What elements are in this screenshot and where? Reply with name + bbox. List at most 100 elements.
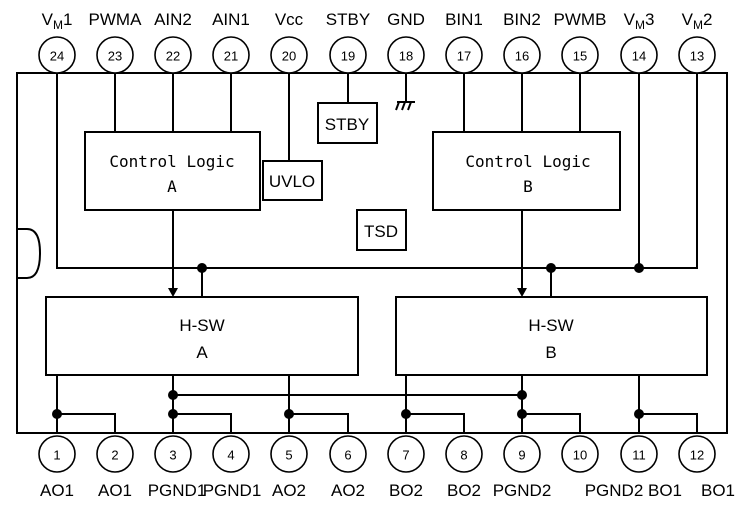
pin-label: AIN1 xyxy=(212,10,250,29)
pin-number: 14 xyxy=(632,49,646,64)
pin-label: BO2 xyxy=(447,481,481,500)
pin-number: 20 xyxy=(282,49,296,64)
pin-label: PGND2 xyxy=(493,481,552,500)
pin-16: 16 BIN2 xyxy=(503,10,541,74)
h-sw-a-line1: H-SW xyxy=(179,316,224,335)
pin-21: 21 AIN1 xyxy=(212,10,250,74)
package-notch xyxy=(17,228,42,279)
pin-13: 13 VM2 xyxy=(678,10,716,74)
h-sw-b-line2: B xyxy=(545,343,556,362)
pin-circle xyxy=(503,36,541,74)
pin-label: BO1 xyxy=(701,481,735,500)
pin-circle xyxy=(445,36,483,74)
tsd-label: TSD xyxy=(364,222,398,241)
bottom-pins: 1AO12AO13PGND14PGND15AO26AO27BO28BO29PGN… xyxy=(38,435,735,500)
pin-label: VM2 xyxy=(682,10,713,32)
pin-circle xyxy=(154,36,192,74)
pin-label: BO2 xyxy=(389,481,423,500)
control-logic-b-line1: Control Logic xyxy=(465,152,590,171)
pin-number: 6 xyxy=(344,448,351,463)
bottom-wires xyxy=(56,375,698,433)
pin-circle xyxy=(212,435,250,473)
stby-label: STBY xyxy=(325,115,369,134)
pin-number: 12 xyxy=(690,448,704,463)
pin-label: PWMA xyxy=(89,10,143,29)
tsd-block: TSD xyxy=(356,209,407,251)
pin-label: AIN2 xyxy=(154,10,192,29)
pin-circle xyxy=(561,36,599,74)
pin-circle xyxy=(329,36,367,74)
control-logic-a-line2: A xyxy=(167,177,177,196)
pin-circle xyxy=(387,36,425,74)
pin-circle xyxy=(212,36,250,74)
pin-circle xyxy=(329,435,367,473)
pin-circle xyxy=(270,435,308,473)
pin-number: 1 xyxy=(53,448,60,463)
pin-22: 22 AIN2 xyxy=(154,10,192,74)
pin-label: AO2 xyxy=(272,481,306,500)
pin-number: 18 xyxy=(399,49,413,64)
pin-circle xyxy=(678,435,716,473)
pin-label: BO1 xyxy=(648,481,682,500)
pin-circle xyxy=(503,435,541,473)
uvlo-block: UVLO xyxy=(262,160,323,201)
control-logic-b: Control Logic B xyxy=(432,131,621,211)
pin-label: Vcc xyxy=(275,10,304,29)
pin-number: 2 xyxy=(111,448,118,463)
pin-label: AO1 xyxy=(40,481,74,500)
pin-circle xyxy=(445,435,483,473)
pin-label: BIN2 xyxy=(503,10,541,29)
control-logic-b-line2: B xyxy=(523,177,533,196)
pin-circle xyxy=(620,435,658,473)
h-sw-a-line2: A xyxy=(196,343,208,362)
pin-24: 24 VM1 xyxy=(38,10,76,74)
top-wires xyxy=(56,73,698,297)
top-pins: 24VM123PWMA22AIN221AIN120Vcc19STBY18GND1… xyxy=(38,10,716,74)
h-sw-a: H-SW A xyxy=(45,296,359,376)
pin-circle xyxy=(387,435,425,473)
vm-bus-junctions xyxy=(197,263,644,273)
pin-circle xyxy=(96,36,134,74)
pin-20: 20 Vcc xyxy=(270,10,308,74)
pin-number: 24 xyxy=(50,49,64,64)
pin-number: 8 xyxy=(460,448,467,463)
stby-block: STBY xyxy=(317,102,378,144)
pin-number: 13 xyxy=(690,49,704,64)
pin-label: BIN1 xyxy=(445,10,483,29)
pin-label: VM1 xyxy=(42,10,73,32)
pin-number: 16 xyxy=(515,49,529,64)
pin-number: 4 xyxy=(227,448,234,463)
pin-label: GND xyxy=(387,10,425,29)
pin-circle xyxy=(154,435,192,473)
pin-circle xyxy=(38,435,76,473)
control-logic-a-line1: Control Logic xyxy=(109,152,234,171)
pin-number: 17 xyxy=(457,49,471,64)
pin-circle xyxy=(38,36,76,74)
pin-label: PGND1 xyxy=(203,481,262,500)
h-sw-b: H-SW B xyxy=(395,296,708,376)
pin-number: 22 xyxy=(166,49,180,64)
pin-circle xyxy=(620,36,658,74)
pin-circle xyxy=(678,36,716,74)
pin-number: 21 xyxy=(224,49,238,64)
pin-number: 10 xyxy=(573,448,587,463)
h-sw-b-line1: H-SW xyxy=(528,316,573,335)
pin-number: 15 xyxy=(573,49,587,64)
pin-number: 3 xyxy=(169,448,176,463)
pin-number: 9 xyxy=(518,448,525,463)
package-outline xyxy=(16,72,728,434)
